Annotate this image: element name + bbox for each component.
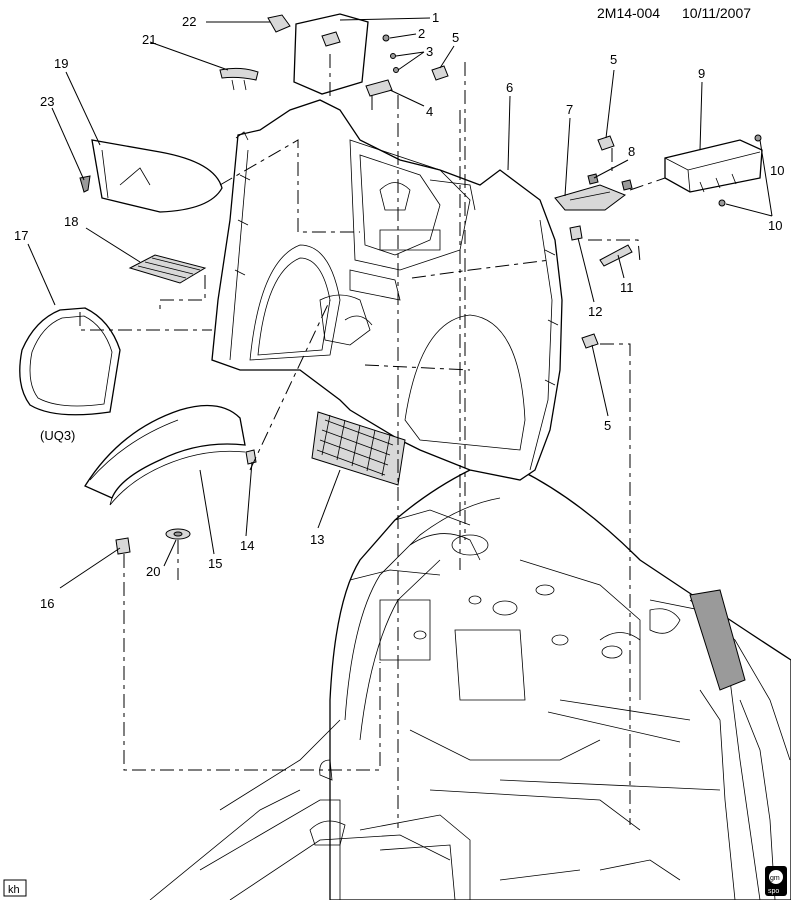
part-1-access-cover [293, 13, 369, 95]
callout-11: 11 [620, 280, 634, 295]
callout-20: 20 [146, 564, 160, 579]
footer-initials: kh [8, 884, 20, 896]
callout-7: 7 [566, 102, 573, 117]
footer-initials-box: kh [3, 879, 27, 897]
callout-5-b: 5 [610, 52, 617, 67]
callout-2: 2 [418, 26, 425, 41]
callout-9: 9 [698, 66, 705, 81]
gm-spo-logo: gm spo [765, 866, 787, 896]
part-16-clip [115, 537, 131, 555]
leader-lines [27, 17, 773, 589]
callout-4: 4 [426, 104, 433, 119]
part-13-cargo-net [311, 411, 406, 486]
assembly-lines [79, 54, 666, 828]
option-label-uq3: (UQ3) [40, 428, 75, 443]
callout-17: 17 [14, 228, 28, 243]
vehicle-body-structure [149, 469, 791, 900]
part-15-wheelhouse-cover [84, 404, 246, 506]
part-22-clip [267, 14, 291, 33]
part-2-3-4-fasteners [365, 34, 399, 97]
part-11-strap [599, 244, 633, 267]
part-8-nut [587, 173, 633, 191]
diagram-code: 2M14-004 [597, 5, 660, 21]
callout-5-a: 5 [452, 30, 459, 45]
part-6-quarter-trim-panel [211, 99, 563, 481]
part-10-bolts [718, 134, 762, 207]
callout-12: 12 [588, 304, 602, 319]
part-12-clip [569, 225, 583, 241]
svg-text:gm: gm [770, 875, 780, 882]
part-23-clip [79, 175, 91, 193]
callout-labels: 1 2 3 4 5 5 5 6 7 8 9 10 10 11 12 13 14 … [14, 10, 784, 611]
part-20-grommet [165, 528, 191, 540]
callout-18: 18 [64, 214, 78, 229]
part-17-weatherstrip [19, 307, 121, 416]
callout-1: 1 [432, 10, 439, 25]
callout-16: 16 [40, 596, 54, 611]
callout-10-a: 10 [770, 163, 784, 178]
callout-3: 3 [426, 44, 433, 59]
part-21-assist-handle [219, 67, 259, 91]
callout-21: 21 [142, 32, 156, 47]
part-19-shelf-panel [91, 139, 223, 213]
callout-15: 15 [208, 556, 222, 571]
callout-5-c: 5 [604, 418, 611, 433]
callout-19: 19 [54, 56, 68, 71]
part-14-clip [245, 449, 257, 465]
part-18-vent-grille [128, 254, 207, 284]
callout-22: 22 [182, 14, 196, 29]
callout-14: 14 [240, 538, 254, 553]
callout-8: 8 [628, 144, 635, 159]
svg-text:spo: spo [768, 888, 779, 895]
part-7-bracket [554, 184, 627, 211]
part-9-module [664, 139, 763, 193]
callout-6: 6 [506, 80, 513, 95]
callout-10-b: 10 [768, 218, 782, 233]
diagram-date: 10/11/2007 [682, 5, 751, 21]
callout-13: 13 [310, 532, 324, 547]
callout-23: 23 [40, 94, 54, 109]
